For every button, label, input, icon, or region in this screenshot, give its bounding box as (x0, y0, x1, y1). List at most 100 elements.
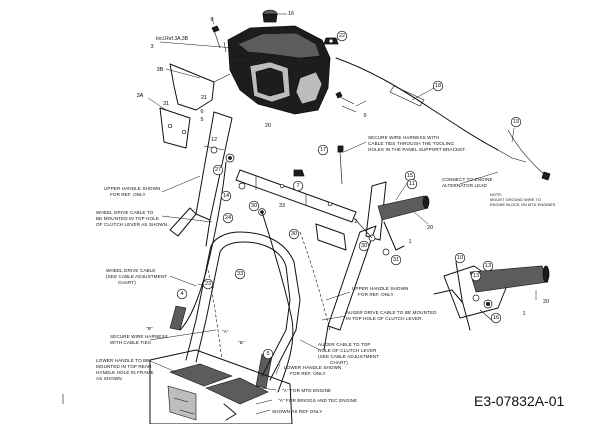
ignition-knob (262, 9, 287, 23)
callout-circle (234, 268, 246, 280)
note-shown-ref: SHOWN AS REF ONLY (272, 409, 322, 414)
lower-handle (185, 231, 301, 381)
hardware (225, 145, 390, 256)
callout-label: 16 (288, 11, 294, 17)
inset-detail (433, 261, 550, 331)
callout-circle (510, 116, 522, 128)
callout-label: 9 (363, 113, 366, 119)
callout-circle (288, 228, 300, 240)
callout-label: 2 (354, 219, 357, 225)
note-auger-top-3: (SEE CABLE ADJUSTMENT (318, 354, 379, 359)
panel-support-bracket (235, 169, 357, 223)
callout-circle (482, 260, 494, 272)
note-wheel-drive-2: (SEE CABLE ADJUSTMENT (106, 274, 167, 279)
callout-label: 13 (485, 263, 491, 269)
callout-circle (432, 80, 444, 92)
callout-label: 30 (291, 231, 297, 237)
note-lower-handle-1: LOWER HANDLE TO BE (96, 358, 149, 363)
callout-circle (358, 240, 370, 252)
callout-circle (176, 288, 188, 300)
callout-label: 30 (361, 243, 367, 249)
hand-grip (377, 179, 430, 251)
callout-label: 30 (251, 203, 257, 209)
callout-circle (406, 178, 418, 190)
note-lower-handle-4: AS SHOWN (96, 376, 122, 381)
wheel-drive-cable (169, 161, 227, 361)
note-auger-top-2: HOLE OF CLUTCH LEVER (318, 348, 377, 353)
callout-label: 7 (296, 183, 299, 189)
reference-label: Incl.Ref.3A,3B (156, 36, 189, 42)
note-briggs-engine: "A" FOR BRIGGS AND TEC ENGINE (278, 398, 357, 403)
callout-label: 6 (200, 109, 203, 115)
callout-circle (262, 348, 274, 360)
callout-label: 3B (157, 67, 164, 73)
callout-label: 15 (407, 173, 413, 179)
note-secure-harness-2: WITH CABLE TIES (110, 340, 151, 345)
note-wheel-drive-1: WHEEL DRIVE CABLE (106, 268, 156, 273)
note-harness-2: CABLE TIES THROUGH THE TOOLING (368, 141, 454, 146)
upper-handle-left (169, 111, 233, 247)
label-b-center: "B" (238, 340, 245, 345)
note-secure-harness-1: SECURE WIRE HARNESS (110, 334, 168, 339)
label-b-left: "B" (146, 326, 153, 331)
callout-label: 11 (409, 181, 415, 187)
note-upper-handle-left-1: UPPER HANDLE SHOWN (104, 186, 160, 191)
note-lower-handle-2: MOUNTED IN TOP REAR (96, 364, 152, 369)
callout-label: 3A (137, 93, 144, 99)
callout-label: 31 (163, 101, 169, 107)
callout-label: 13 (473, 273, 479, 279)
callout-label: 18 (435, 83, 441, 89)
callout-label: 33 (237, 271, 243, 277)
callout-label: 27 (215, 167, 221, 173)
note-ground-3: ENGINE BLOCK ON MTD ENGINES (490, 203, 556, 207)
callout-label: 1 (408, 239, 411, 245)
callout-label: 20 (265, 123, 271, 129)
callout-circle (292, 180, 304, 192)
callout-label: 12 (211, 137, 217, 143)
callout-circle (470, 270, 482, 282)
callouts: 1692233B18193A31216520917122771514112030… (137, 11, 549, 360)
note-alternator-2: ALTERNATOR LEAD (442, 183, 487, 188)
snowthrower-frame (149, 349, 293, 424)
engine-harness-cable (335, 57, 551, 181)
note-harness-1: SECURE WIRE HARNESS WITH (368, 135, 439, 140)
note-harness-3: HOLES IN THE PANEL SUPPORT BRACKET. (368, 147, 466, 152)
callout-circle (317, 144, 329, 156)
note-upper-handle-right-2: FOR REF. ONLY (358, 292, 394, 297)
callout-label: 19 (513, 119, 519, 125)
callout-label: 16 (493, 315, 499, 321)
callout-label: 31 (393, 257, 399, 263)
note-wheel-drive-3: CHART) (118, 280, 136, 285)
panel-bracket (147, 41, 235, 149)
callout-label: 1 (522, 311, 525, 317)
callout-label: 22 (339, 33, 345, 39)
note-wheel-cable-1: WHEEL DRIVE CABLE TO (96, 210, 154, 215)
note-ground-1: NOTE: (490, 193, 502, 197)
upper-handle-right (323, 181, 387, 351)
callout-label: 20 (427, 225, 433, 231)
callout-label: 4 (180, 291, 183, 297)
note-wheel-cable-3: OF CLUTCH LEVER AS SHOWN. (96, 222, 168, 227)
callout-circle (336, 30, 348, 42)
callout-label: 5 (266, 351, 269, 357)
callout-circle (454, 252, 466, 264)
callout-label: 9 (210, 17, 213, 23)
callout-circle (202, 278, 214, 290)
note-auger-top-4: CHART) (330, 360, 348, 365)
callout-circle (212, 164, 224, 176)
callout-circle (222, 212, 234, 224)
label-a-center: "A" (222, 329, 229, 334)
note-auger-cable-2: IN TOP HOLE OF CLUTCH LEVER. (346, 316, 423, 321)
note-alternator-1: CONNECT TO ENGINE (442, 177, 493, 182)
callout-label: 14 (223, 193, 229, 199)
callout-label: 17 (320, 147, 326, 153)
callout-label: 24 (225, 215, 231, 221)
note-upper-handle-left-2: FOR REF. ONLY (110, 192, 146, 197)
callout-circle (248, 200, 260, 212)
callout-label: 5 (200, 117, 203, 123)
note-ground-2: MOUNT GROUND WIRE TO (490, 198, 541, 202)
callout-label: 20 (543, 299, 549, 305)
note-mtd-engine: "A" FOR MTD ENGINE (282, 388, 331, 393)
callout-label: 3 (150, 44, 153, 50)
